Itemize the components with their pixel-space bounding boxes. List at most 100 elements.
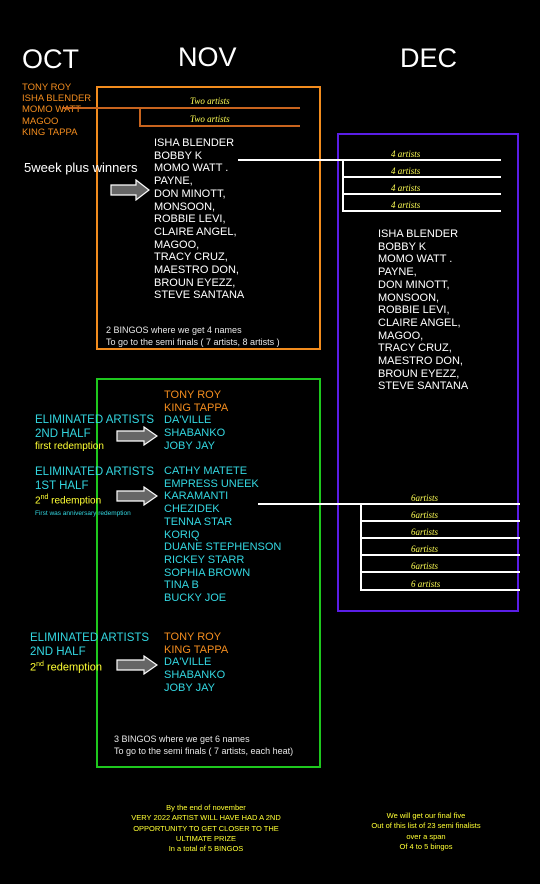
six-artists-label: 6artists: [411, 544, 439, 554]
oct-artist: MAGOO: [22, 115, 59, 127]
bracket-line: [360, 571, 520, 573]
oct-artist: TONY ROY: [22, 82, 72, 93]
footer-left-note: By the end of november VERY 2022 ARTIST …: [96, 803, 316, 854]
bracket-line: [139, 125, 300, 127]
artist-item: SHABANKO: [164, 669, 226, 682]
two-artists-label: Two artists: [190, 96, 230, 106]
ordinal-suffix: nd: [36, 661, 44, 668]
ordinal-number: 2: [35, 495, 41, 507]
artist-item: KORIQ: [164, 528, 200, 541]
nov-artist: BROUN EYEZZ,: [154, 276, 236, 289]
dec-artist: MONSOON,: [378, 291, 440, 304]
group-label-line: 1ST HALF: [35, 480, 89, 492]
nov-artist: MAESTRO DON,: [154, 264, 239, 277]
artist-item: DUANE STEPHENSON: [164, 541, 282, 554]
nov-artist: STEVE SANTANA: [154, 289, 245, 302]
nov-semi-list: ISHA BLENDER BOBBY K MOMO WATT . PAYNE, …: [154, 137, 244, 302]
ordinal-suffix: nd: [40, 494, 49, 501]
artist-item: KING TAPPA: [164, 643, 229, 656]
group-label-line: 2ND HALF: [35, 428, 91, 440]
artist-item: BUCKY JOE: [164, 592, 227, 605]
group2-label: ELIMINATED ARTISTS 1ST HALF: [35, 465, 154, 493]
group3-redemption: 2nd redemption: [30, 661, 102, 674]
dec-artist: MAGOO,: [378, 329, 424, 342]
oct-artist: MOMO WATT: [22, 104, 82, 116]
right-arrow-icon: [116, 426, 158, 446]
nov-artist: MOMO WATT .: [154, 162, 229, 175]
artist-item: TINA B: [164, 579, 199, 592]
six-artists-label: 6 artists: [411, 579, 441, 589]
dec-artist: DON MINOTT,: [378, 278, 450, 291]
bracket-line: [238, 159, 501, 161]
group1-label: ELIMINATED ARTISTS 2ND HALF: [35, 413, 154, 441]
bingo-note-2: 3 BINGOS where we get 6 names To go to t…: [114, 733, 293, 757]
ordinal-number: 2: [30, 661, 37, 674]
artist-item: JOBY JAY: [164, 439, 215, 452]
four-artists-label: 4 artists: [391, 166, 421, 176]
artist-item: DA'VILLE: [164, 414, 212, 427]
footer-line: Out of this list of 23 semi finalists: [371, 821, 481, 831]
nov-first-half-box: [96, 86, 321, 350]
two-artists-label: Two artists: [190, 114, 230, 124]
dec-artist: BROUN EYEZZ,: [378, 367, 460, 380]
footer-line: ULTIMATE PRIZE: [175, 833, 237, 843]
right-arrow-icon: [110, 179, 150, 201]
bingo-note-line: 2 BINGOS where we get 4 names: [106, 325, 242, 335]
nov-artist: CLAIRE ANGEL,: [154, 225, 237, 238]
group3-label: ELIMINATED ARTISTS 2ND HALF: [30, 631, 149, 659]
group-label-line: ELIMINATED ARTISTS: [30, 632, 150, 644]
dec-artist: PAYNE,: [378, 266, 417, 279]
four-artists-label: 4 artists: [391, 183, 421, 193]
group2-list: CATHY MATETE EMPRESS UNEEK KARAMANTI CHE…: [164, 465, 281, 605]
four-artists-label: 4 artists: [391, 200, 421, 210]
winners-label: 5week plus winners: [24, 160, 138, 175]
bracket-line: [360, 537, 520, 539]
nov-artist: DON MINOTT,: [154, 187, 226, 200]
dec-artist: TRACY CRUZ,: [378, 342, 452, 355]
nov-artist: ROBBIE LEVI,: [154, 213, 226, 226]
artist-item: CHEZIDEK: [164, 503, 220, 516]
artist-item: KING TAPPA: [164, 401, 229, 414]
four-artists-label: 4 artists: [391, 149, 421, 159]
group1-redemption: first redemption: [35, 441, 104, 452]
group1-list: TONY ROY KING TAPPA DA'VILLE SHABANKO JO…: [164, 389, 228, 453]
group2-redemption: 2nd redemption: [35, 494, 101, 506]
footer-line: Of 4 to 5 bingos: [399, 841, 453, 851]
redemption-word: redemption: [43, 661, 103, 674]
dec-box: [337, 133, 519, 612]
dec-artist: MAESTRO DON,: [378, 355, 463, 368]
month-nov: NOV: [178, 42, 237, 72]
bracket-line: [360, 554, 520, 556]
bracket-line: [342, 176, 501, 178]
footer-line: over a span: [406, 831, 446, 841]
artist-item: EMPRESS UNEEK: [164, 477, 259, 490]
group2-note: First was anniversary redemption: [35, 510, 131, 517]
artist-item: RICKEY STARR: [164, 553, 245, 566]
six-artists-label: 6artists: [411, 510, 439, 520]
dec-artist: MOMO WATT .: [378, 253, 453, 266]
oct-artist: ISHA BLENDER: [22, 93, 92, 105]
six-artists-label: 6artists: [411, 493, 439, 503]
right-arrow-icon: [116, 486, 158, 506]
bracket-line: [62, 107, 300, 109]
dec-artist: ISHA BLENDER: [378, 228, 459, 240]
footer-line: We will get our final five: [386, 811, 466, 820]
bracket-line: [342, 210, 501, 212]
artist-item: CATHY MATETE: [164, 465, 248, 477]
artist-item: DA'VILLE: [164, 656, 212, 669]
oct-artist-list: TONY ROY ISHA BLENDER MOMO WATT MAGOO KI…: [22, 82, 91, 138]
month-oct: OCT: [22, 44, 79, 74]
right-arrow-icon: [116, 655, 158, 675]
bracket-line: [360, 520, 520, 522]
month-dec: DEC: [400, 43, 458, 73]
oct-artist: KING TAPPA: [22, 126, 78, 138]
nov-artist: TRACY CRUZ,: [154, 251, 228, 264]
group3-list: TONY ROY KING TAPPA DA'VILLE SHABANKO JO…: [164, 631, 228, 695]
group-label-line: ELIMINATED ARTISTS: [35, 414, 155, 426]
dec-artist: ROBBIE LEVI,: [378, 304, 450, 317]
bingo-note-1: 2 BINGOS where we get 4 names To go to t…: [106, 324, 280, 348]
redemption-word: redemption: [48, 495, 102, 507]
nov-artist: MAGOO,: [154, 238, 200, 251]
artist-item: SHABANKO: [164, 427, 226, 440]
bingo-note-line: To go to the semi finals ( 7 artists, ea…: [114, 746, 294, 756]
